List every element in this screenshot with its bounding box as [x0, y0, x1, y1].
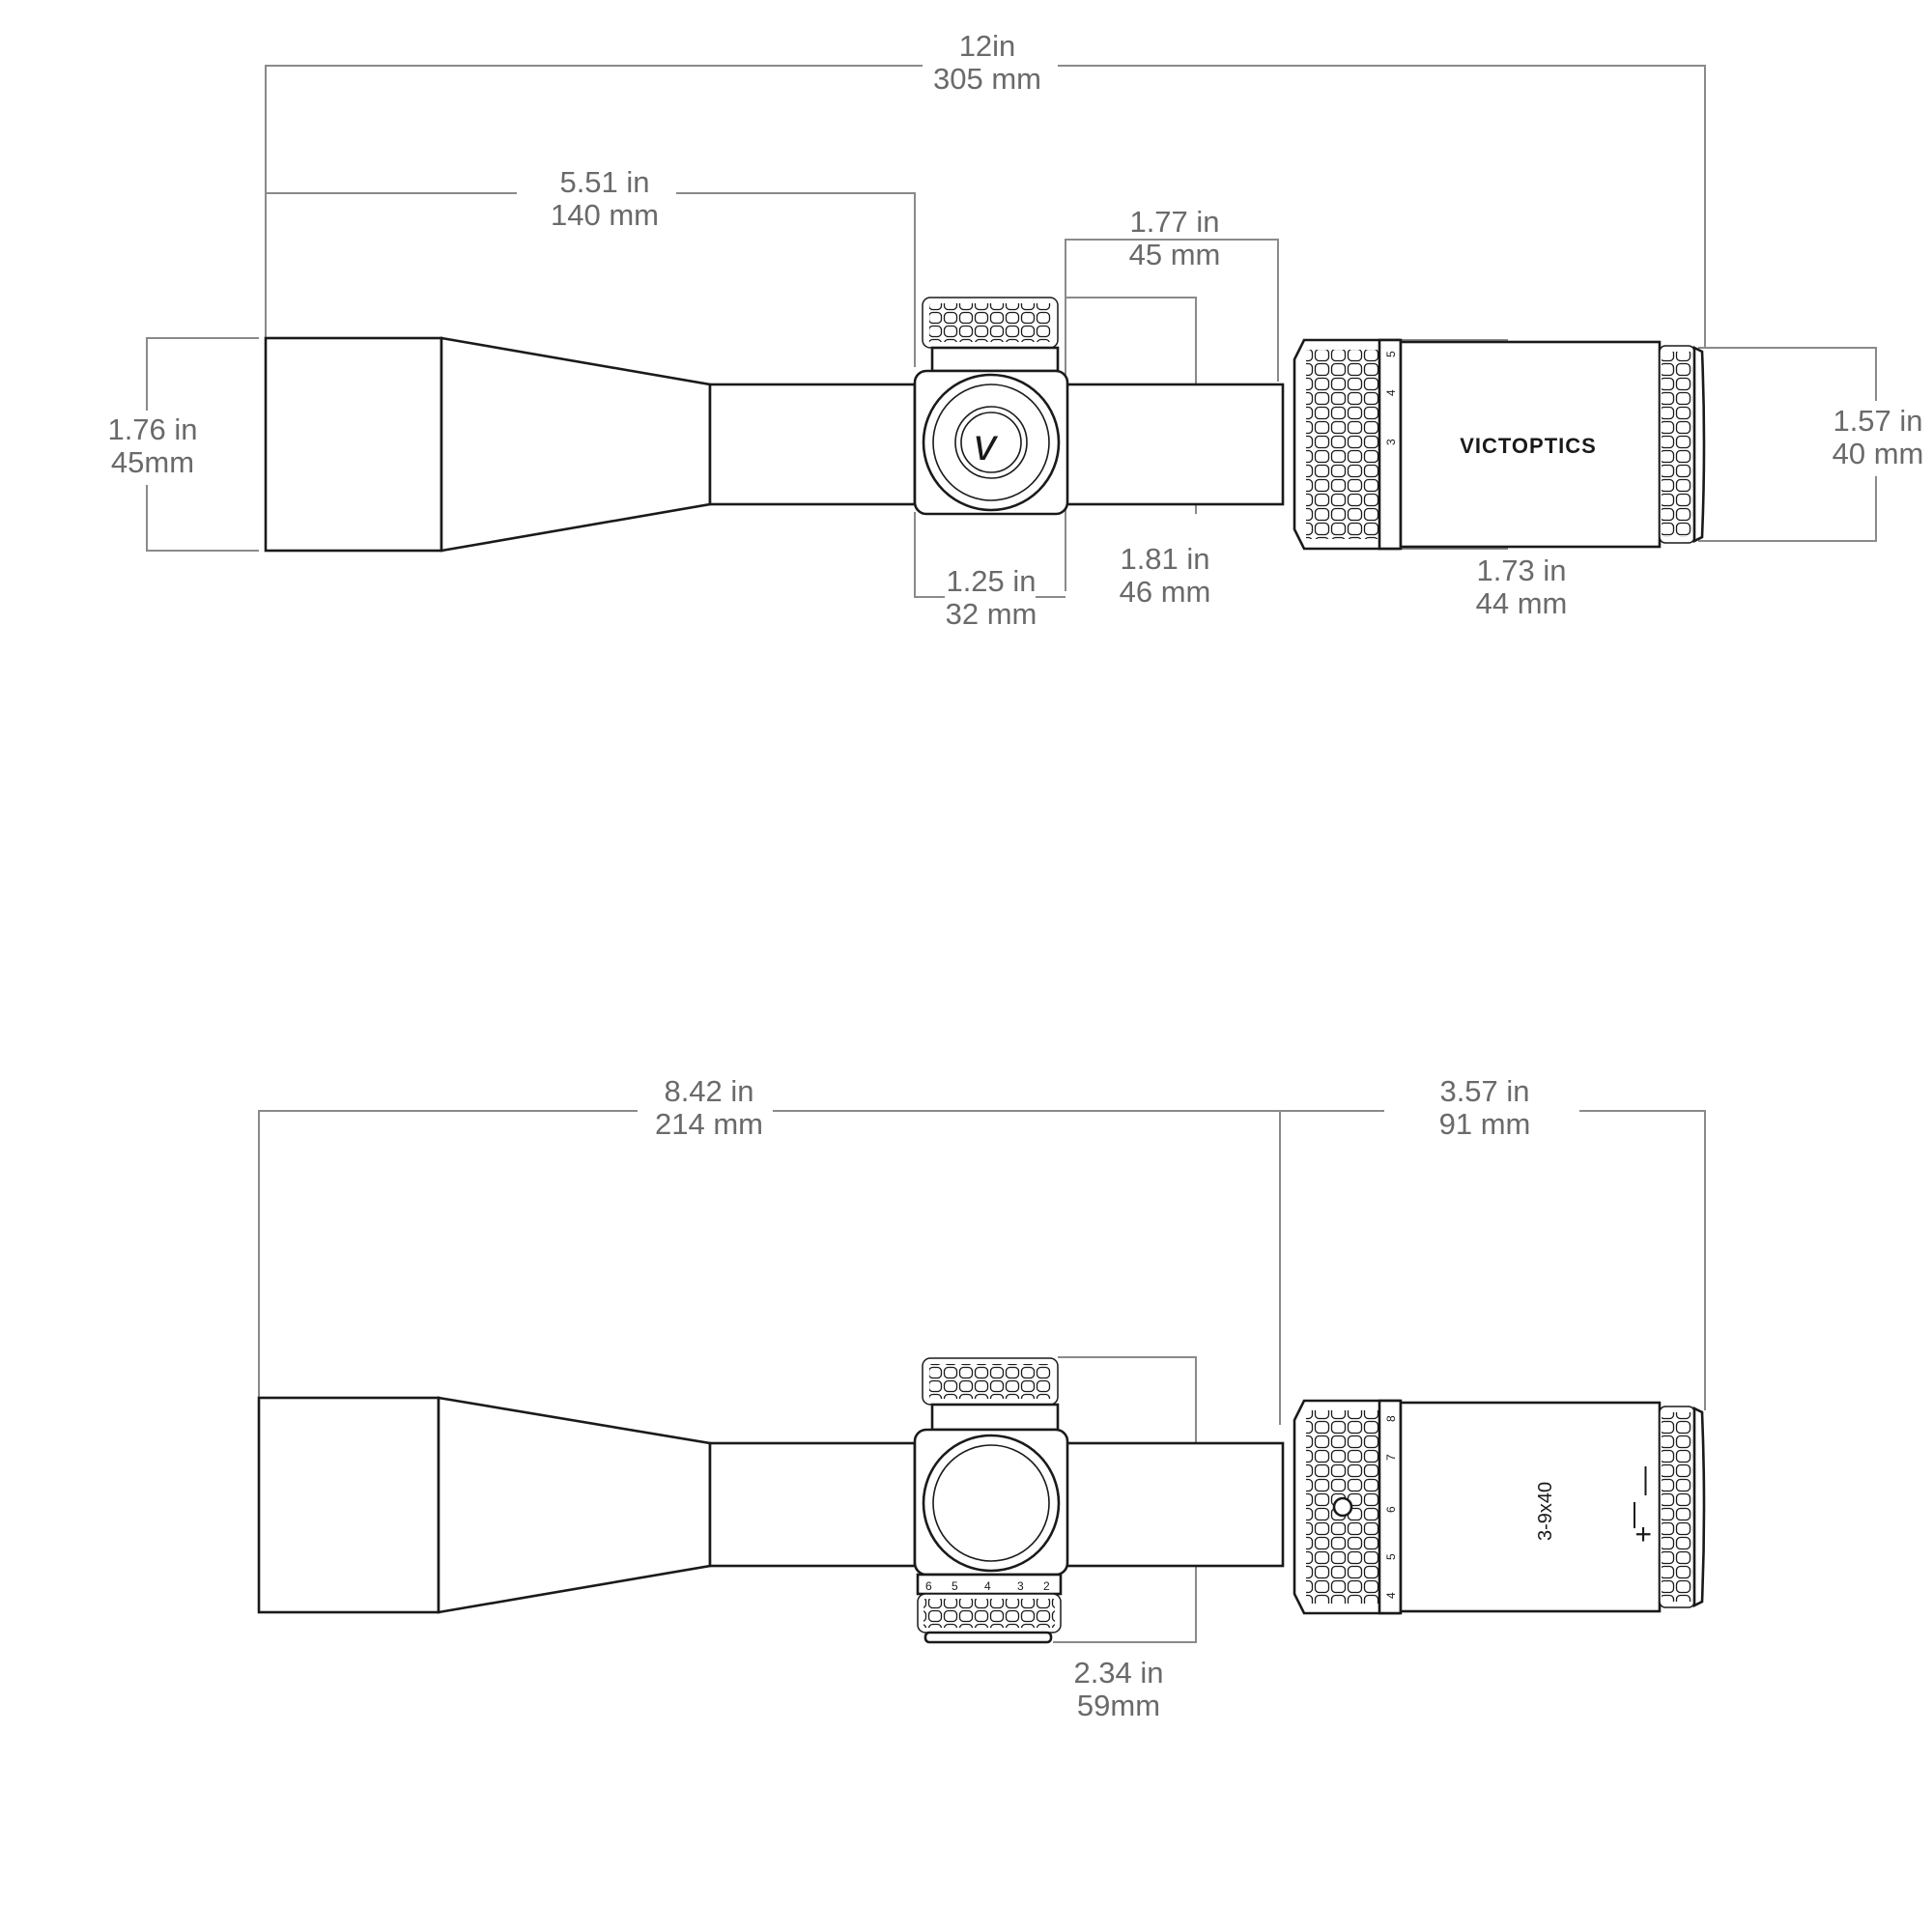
- elevation-scale-3: 3: [1017, 1579, 1024, 1593]
- dim-turret-ocular-mm: 45 mm: [1129, 238, 1221, 271]
- dim-turret-ocular-in: 1.77 in: [1129, 205, 1219, 239]
- windage-knob-cap: [923, 1631, 1053, 1644]
- dim-objective-section-in: 8.42 in: [664, 1074, 753, 1108]
- side-scope-body: 6 5 4 3 2 8 7 6 5 4 3-9x: [257, 1357, 1706, 1644]
- power-scale-8: 8: [1384, 1415, 1398, 1422]
- side-objective-taper: [437, 1396, 712, 1614]
- elevation-scale-2: 2: [1043, 1579, 1050, 1593]
- dim-objective-section-mm: 214 mm: [655, 1107, 763, 1141]
- power-scale-7: 7: [1384, 1454, 1398, 1461]
- dim-ocular-section-mm: 91 mm: [1439, 1107, 1531, 1141]
- side-ocular: 8 7 6 5 4 3-9x40 + —: [1293, 1399, 1706, 1615]
- side-parallax-knob: [922, 1434, 1061, 1573]
- power-scale-4: 4: [1384, 389, 1398, 396]
- main-tube-rear: [1064, 383, 1285, 506]
- elevation-scale-6: 6: [925, 1579, 932, 1593]
- dim-ocular-dia-in: 1.57 in: [1833, 404, 1922, 438]
- eyepiece-housing: [1399, 340, 1662, 549]
- top-ocular: 5 4 3 VICTOPTICS: [1293, 338, 1706, 551]
- dim-ocular-dia-mm: 40 mm: [1833, 437, 1924, 470]
- eyepiece-rim: [1692, 345, 1706, 544]
- top-view: v 5 4 3 VICTOPTICS 12in 305 mm 5.51 in: [107, 29, 1923, 631]
- dim-turret-height-mm: 59mm: [1077, 1689, 1160, 1722]
- power-scale-4b: 4: [1384, 1592, 1398, 1599]
- side-view: 6 5 4 3 2 8 7 6 5 4 3-9x: [257, 1074, 1706, 1722]
- elevation-scale-5: 5: [952, 1579, 958, 1593]
- elevation-knob-base: [930, 346, 1060, 373]
- elevation-scale-4: 4: [984, 1579, 991, 1593]
- model-label: 3-9x40: [1535, 1482, 1556, 1541]
- side-turret: 6 5 4 3 2: [913, 1357, 1069, 1644]
- side-main-tube-front: [708, 1441, 917, 1568]
- brand-label: VICTOPTICS: [1460, 434, 1597, 458]
- dim-turret-cap-mm: 46 mm: [1120, 575, 1211, 609]
- dim-objective-dia-in: 1.76 in: [107, 412, 197, 446]
- main-tube-front: [708, 383, 917, 506]
- dim-turret-height-in: 2.34 in: [1073, 1656, 1163, 1690]
- top-turret: v: [913, 297, 1069, 516]
- power-scale-5: 5: [1384, 351, 1398, 357]
- diopter-plus-icon: +: [1628, 1525, 1660, 1543]
- side-dimension-texts: 8.42 in 214 mm 3.57 in 91 mm 2.34 in 59m…: [655, 1074, 1530, 1722]
- dim-overall-length-mm: 305 mm: [933, 62, 1041, 96]
- objective-bell: [264, 336, 443, 553]
- dim-housing-width-mm: 32 mm: [946, 597, 1037, 631]
- dim-overall-length-in: 12in: [959, 29, 1016, 63]
- dim-turret-cap-in: 1.81 in: [1120, 542, 1209, 576]
- dim-power-ring-mm: 44 mm: [1476, 586, 1568, 620]
- brand-logo-icon: [954, 406, 1028, 479]
- power-scale-3: 3: [1384, 439, 1398, 445]
- dim-objective-dia-mm: 45mm: [111, 445, 194, 479]
- power-scale-6: 6: [1384, 1506, 1398, 1513]
- dim-ocular-section-in: 3.57 in: [1439, 1074, 1529, 1108]
- top-scope-body: v 5 4 3 VICTOPTICS: [264, 297, 1706, 553]
- dim-housing-width-in: 1.25 in: [946, 564, 1036, 598]
- side-objective-bell: [257, 1396, 440, 1614]
- dim-objective-turret-in: 5.51 in: [559, 165, 649, 199]
- power-throw-lever: [1332, 1496, 1353, 1518]
- side-elevation-base: [930, 1403, 1060, 1432]
- diopter-minus-icon: —: [1628, 1466, 1660, 1495]
- logo-v-glyph: v: [974, 419, 999, 469]
- side-eyepiece-rim: [1692, 1406, 1706, 1608]
- dim-power-ring-in: 1.73 in: [1476, 554, 1566, 587]
- dim-objective-turret-mm: 140 mm: [551, 198, 659, 232]
- power-scale-5b: 5: [1384, 1553, 1398, 1560]
- objective-taper: [440, 336, 712, 553]
- side-focus-knob: [922, 373, 1061, 512]
- side-eyepiece-housing: [1399, 1401, 1662, 1613]
- side-main-tube-rear: [1064, 1441, 1285, 1568]
- top-dimension-texts: 12in 305 mm 5.51 in 140 mm 1.77 in 45 mm…: [107, 29, 1923, 631]
